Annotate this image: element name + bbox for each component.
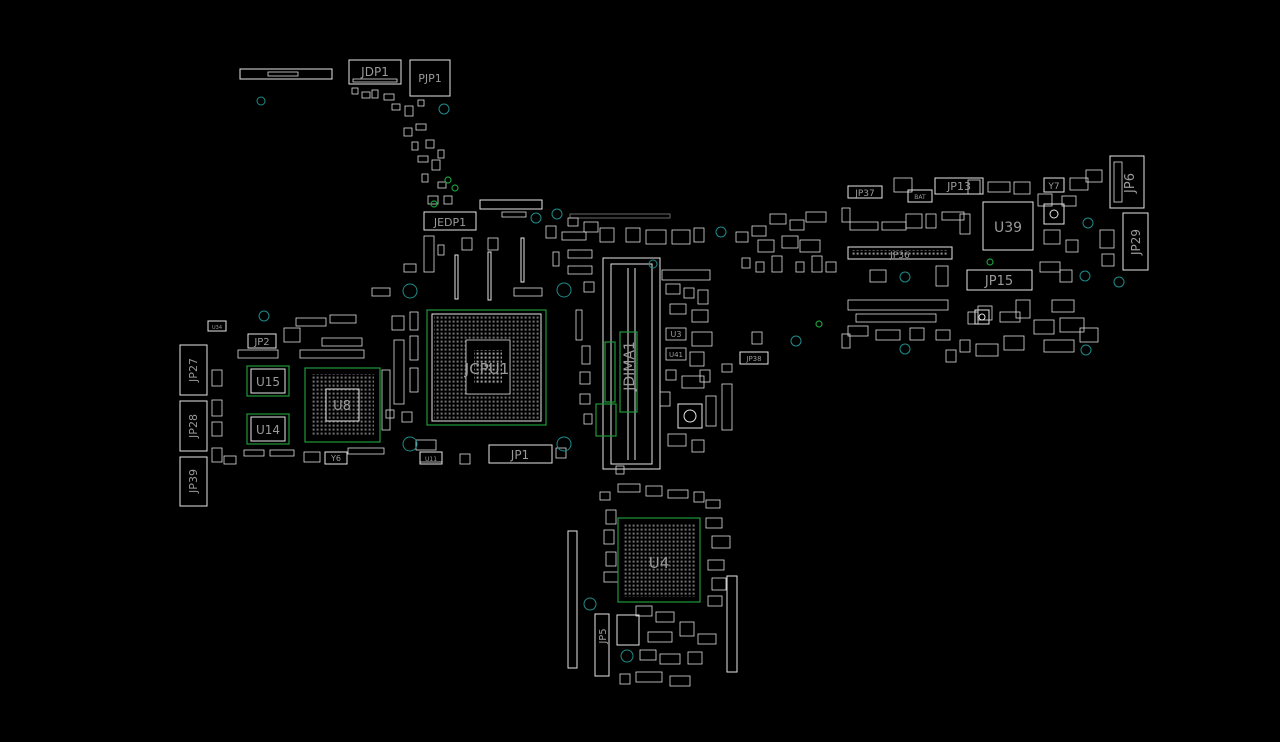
connector-jp37[interactable]: JP37: [847, 185, 883, 199]
crystal-y7[interactable]: Y7: [1043, 177, 1065, 193]
left-parts: U34: [207, 96, 391, 465]
pjp1-label: PJP1: [418, 72, 442, 85]
jp13-label: JP13: [946, 180, 971, 193]
chip-u39[interactable]: U39: [982, 201, 1034, 251]
chip-u4[interactable]: U4: [617, 517, 701, 603]
u3-label: U3: [671, 330, 682, 339]
connector-jp29[interactable]: JP29: [1122, 212, 1149, 271]
jp27-label: JP27: [187, 358, 200, 383]
small-chip-square: [974, 203, 1065, 325]
dimm-right-parts: U3 U41: [659, 269, 763, 453]
chip-u15[interactable]: U15: [246, 365, 290, 397]
connector-jp6[interactable]: JP6: [1109, 155, 1145, 209]
connector-jp15[interactable]: JP15: [966, 269, 1033, 291]
jp6-label: JP6: [1123, 173, 1138, 194]
connector-jp13[interactable]: JP13: [934, 177, 984, 195]
jedp1-label: JEDP1: [433, 216, 466, 229]
dimm-slot-jdima1[interactable]: JDIMA1: [595, 257, 661, 475]
jp28-label: JP28: [187, 414, 200, 439]
u41-label: U41: [669, 351, 683, 359]
cpu-right-parts: [561, 213, 727, 425]
right-section-parts: [735, 169, 1125, 363]
connector-jp38[interactable]: JP38: [739, 351, 769, 365]
jdp1-label: JDP1: [360, 65, 389, 79]
top-connector-strip[interactable]: [239, 68, 333, 80]
connector-jedp1[interactable]: JEDP1: [423, 211, 477, 231]
connector-jp1[interactable]: JP1: [488, 444, 553, 464]
u4-label: U4: [649, 554, 670, 572]
connector-jp36[interactable]: JP36: [847, 246, 953, 261]
jp29-label: JP29: [1129, 229, 1143, 256]
jdima1-label: JDIMA1: [622, 341, 638, 392]
y6-label: Y6: [330, 454, 341, 463]
jp2-label: JP2: [253, 337, 269, 348]
u34-label: U34: [212, 325, 222, 331]
jp39-label: JP39: [187, 469, 200, 494]
cpu-pin-grid: [434, 316, 539, 419]
cpu-socket-jcpu1[interactable]: JCPU1: [426, 309, 547, 426]
u14-label: U14: [256, 423, 280, 437]
connector-jp5[interactable]: JP5: [594, 613, 610, 677]
u15-label: U15: [256, 375, 280, 389]
connector-jp39[interactable]: JP39: [179, 456, 208, 507]
u4-area-parts: [567, 483, 738, 687]
y7-label: Y7: [1047, 182, 1059, 192]
chip-u11[interactable]: U11: [419, 451, 443, 465]
u11-label: U11: [425, 456, 437, 463]
edp-route-parts: [351, 87, 459, 208]
connector-jp28[interactable]: JP28: [179, 400, 208, 452]
connector-jp2[interactable]: JP2: [247, 333, 277, 349]
bat-label: BAT: [914, 194, 926, 201]
connector-jdp1[interactable]: JDP1: [348, 59, 402, 85]
jp38-label: JP38: [745, 355, 761, 363]
u8-label: U8: [333, 399, 351, 414]
chip-u8[interactable]: U8: [304, 367, 381, 443]
jp36-label: JP36: [889, 251, 910, 261]
battery-connector-bat[interactable]: BAT: [907, 189, 933, 203]
u39-label: U39: [994, 220, 1022, 236]
connector-jp27[interactable]: JP27: [179, 344, 208, 396]
connector-strip-top-mid: [479, 199, 543, 218]
jp15-label: JP15: [984, 274, 1013, 289]
connector-pjp1[interactable]: PJP1: [409, 59, 451, 97]
chip-u14[interactable]: U14: [246, 413, 290, 445]
jcpu1-label: JCPU1: [464, 360, 509, 378]
jp1-label: JP1: [510, 448, 529, 462]
jp5-label: JP5: [598, 628, 609, 644]
crystal-y6[interactable]: Y6: [324, 451, 348, 465]
cpu-top-slots: [402, 208, 572, 301]
jp37-label: JP37: [854, 189, 875, 199]
